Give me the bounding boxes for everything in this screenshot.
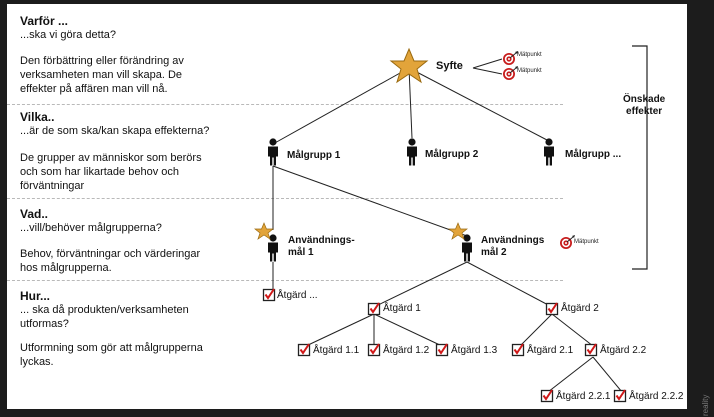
- separator-2: [7, 198, 563, 199]
- section-heading: Hur...: [20, 289, 51, 303]
- action-label: Åtgärd 2.2.1: [556, 391, 611, 402]
- section-description: Utformning som gör att målgrupperna lyck…: [20, 342, 203, 368]
- section-description: Behov, förväntningar och värderingar hos…: [20, 248, 201, 274]
- watermark: reality: [701, 394, 710, 416]
- action-label: Åtgärd 2.2.2: [629, 391, 684, 402]
- action-label: Åtgärd 2.2: [600, 345, 647, 356]
- section-description: Den förbättring eller förändring av verk…: [20, 55, 184, 95]
- separator-1: [7, 104, 563, 105]
- target-icon: [559, 234, 576, 250]
- checkbox-icon: [540, 389, 554, 403]
- matpunkt-label: Mätpunkt: [574, 239, 599, 245]
- section-heading: Vilka..: [20, 110, 55, 124]
- goal-star-icon: [389, 47, 429, 84]
- section-question: ... ska då produkten/verksamheten utform…: [20, 304, 189, 330]
- person-icon: [407, 138, 417, 166]
- checkbox-icon: [367, 343, 381, 357]
- small-star-icon: [448, 222, 468, 240]
- section-description: De grupper av människor som berörs och s…: [20, 152, 202, 192]
- matpunkt-label: Mätpunkt: [517, 68, 542, 74]
- usage-goal-label: Användnings- mål 1: [288, 235, 355, 258]
- person-icon: [544, 138, 554, 166]
- section-question: ...ska vi göra detta?: [20, 29, 116, 41]
- effects-bracket: [632, 45, 648, 270]
- checkbox-icon: [613, 389, 627, 403]
- checkbox-icon: [511, 343, 525, 357]
- action-label: Åtgärd 2.1: [527, 345, 574, 356]
- checkbox-icon: [584, 343, 598, 357]
- section-heading: Varför ...: [20, 14, 69, 28]
- target-group-label: Målgrupp 1: [287, 150, 341, 161]
- checkbox-icon: [367, 302, 381, 316]
- small-star-icon: [254, 222, 274, 240]
- checkbox-icon: [435, 343, 449, 357]
- target-icon: [502, 50, 519, 66]
- action-label: Åtgärd 1.1: [313, 345, 360, 356]
- target-group-label: Målgrupp ...: [565, 149, 622, 160]
- slide: Varför ... ...ska vi göra detta? Den för…: [7, 4, 687, 409]
- action-label: Åtgärd ...: [277, 290, 318, 301]
- matpunkt-label: Mätpunkt: [517, 52, 542, 58]
- target-icon: [502, 65, 519, 81]
- target-group-label: Målgrupp 2: [425, 149, 479, 160]
- effect-map-diagram: [254, 45, 648, 403]
- section-question: ...vill/behöver målgrupperna?: [20, 222, 162, 234]
- section-heading: Vad..: [20, 207, 49, 221]
- action-label: Åtgärd 1.2: [383, 345, 430, 356]
- checkbox-icon: [262, 288, 276, 302]
- person-icon: [268, 138, 278, 166]
- effects-label: Önskade effekter: [623, 94, 666, 117]
- action-label: Åtgärd 2: [561, 303, 599, 314]
- separator-3: [7, 280, 563, 281]
- checkbox-icon: [297, 343, 311, 357]
- usage-goal-label: Användnings mål 2: [481, 235, 545, 258]
- goal-label: Syfte: [436, 60, 463, 72]
- action-label: Åtgärd 1: [383, 303, 421, 314]
- section-question: ...är de som ska/kan skapa effekterna?: [20, 125, 210, 137]
- connector-lines: [272, 58, 623, 393]
- checkbox-icon: [545, 302, 559, 316]
- action-label: Åtgärd 1.3: [451, 345, 498, 356]
